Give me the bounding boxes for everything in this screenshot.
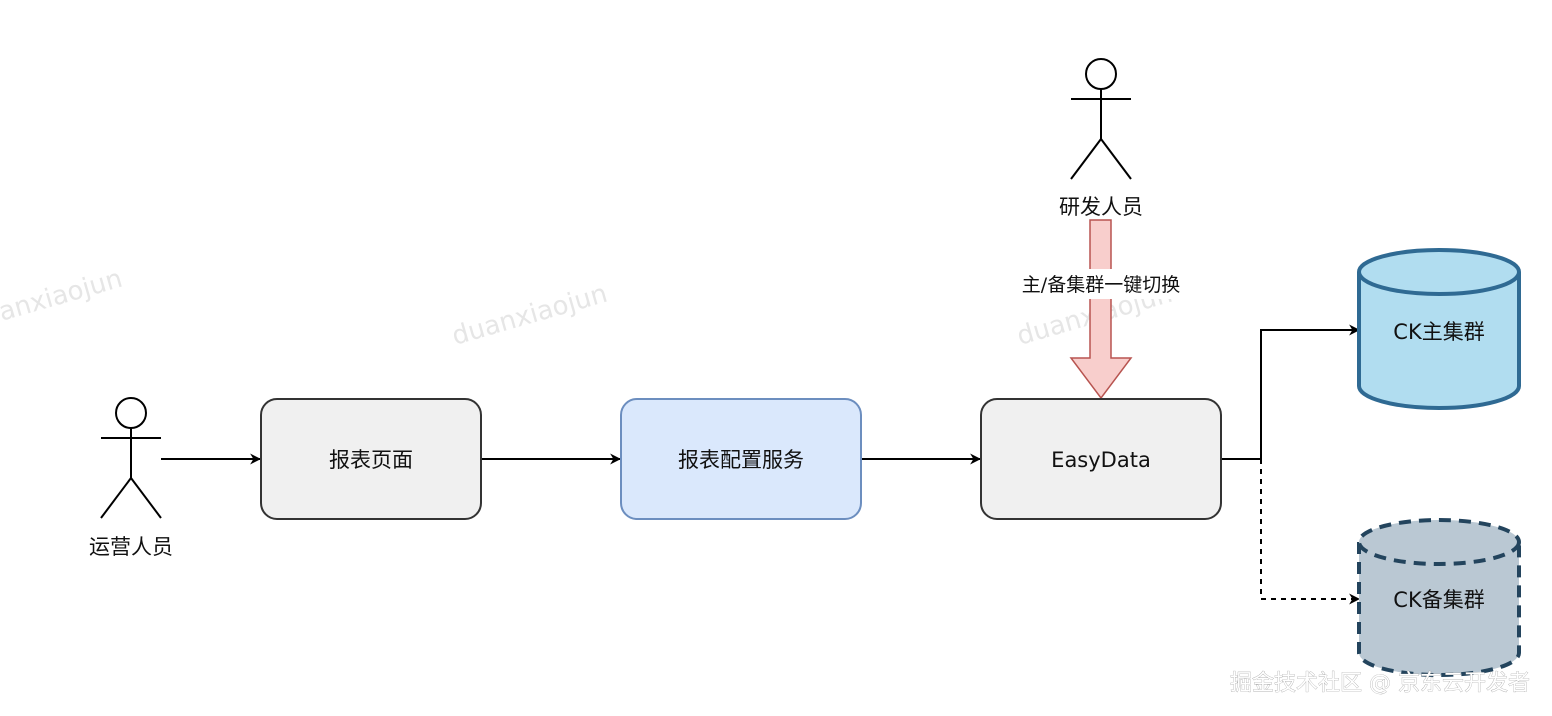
node-report-config: 报表配置服务 bbox=[620, 398, 862, 520]
actor-ops: 运营人员 bbox=[89, 397, 173, 559]
watermark-1: duanxiaojun bbox=[0, 264, 126, 337]
edge-easydata-to-ck-primary bbox=[1221, 324, 1361, 460]
node-ck-backup-label: CK备集群 bbox=[1393, 588, 1484, 612]
node-box bbox=[620, 398, 862, 520]
edges bbox=[161, 324, 1361, 605]
database-icon bbox=[1357, 518, 1521, 677]
node-report-page-label: 报表页面 bbox=[329, 448, 413, 472]
node-ck-primary: CK主集群 bbox=[1357, 248, 1521, 410]
switch-arrow-label: 主/备集群一键切换 bbox=[1022, 274, 1180, 296]
node-report-page: 报表页面 bbox=[260, 398, 482, 520]
node-report-config-label: 报表配置服务 bbox=[678, 448, 804, 472]
node-box bbox=[260, 398, 482, 520]
person-icon bbox=[1070, 58, 1132, 180]
actor-ops-label: 运营人员 bbox=[89, 535, 173, 559]
node-ck-backup: CK备集群 bbox=[1357, 518, 1521, 677]
node-box bbox=[980, 398, 1222, 520]
database-icon bbox=[1357, 248, 1521, 410]
person-icon bbox=[100, 397, 162, 519]
switch-arrow: 主/备集群一键切换 bbox=[1008, 219, 1194, 400]
switch-label-bg bbox=[1008, 269, 1194, 299]
node-easydata: EasyData bbox=[980, 398, 1222, 520]
footer-watermark: 掘金技术社区 @ 京东云开发者 bbox=[1230, 671, 1530, 696]
actor-dev: 研发人员 bbox=[1059, 58, 1143, 219]
edge-easydata-to-ck-backup bbox=[1260, 459, 1361, 605]
watermark-2: duanxiaojun bbox=[449, 279, 611, 352]
node-ck-primary-label: CK主集群 bbox=[1393, 320, 1484, 344]
actor-dev-label: 研发人员 bbox=[1059, 195, 1143, 219]
node-easydata-label: EasyData bbox=[1051, 448, 1151, 472]
block-arrow-shape bbox=[1069, 219, 1133, 400]
